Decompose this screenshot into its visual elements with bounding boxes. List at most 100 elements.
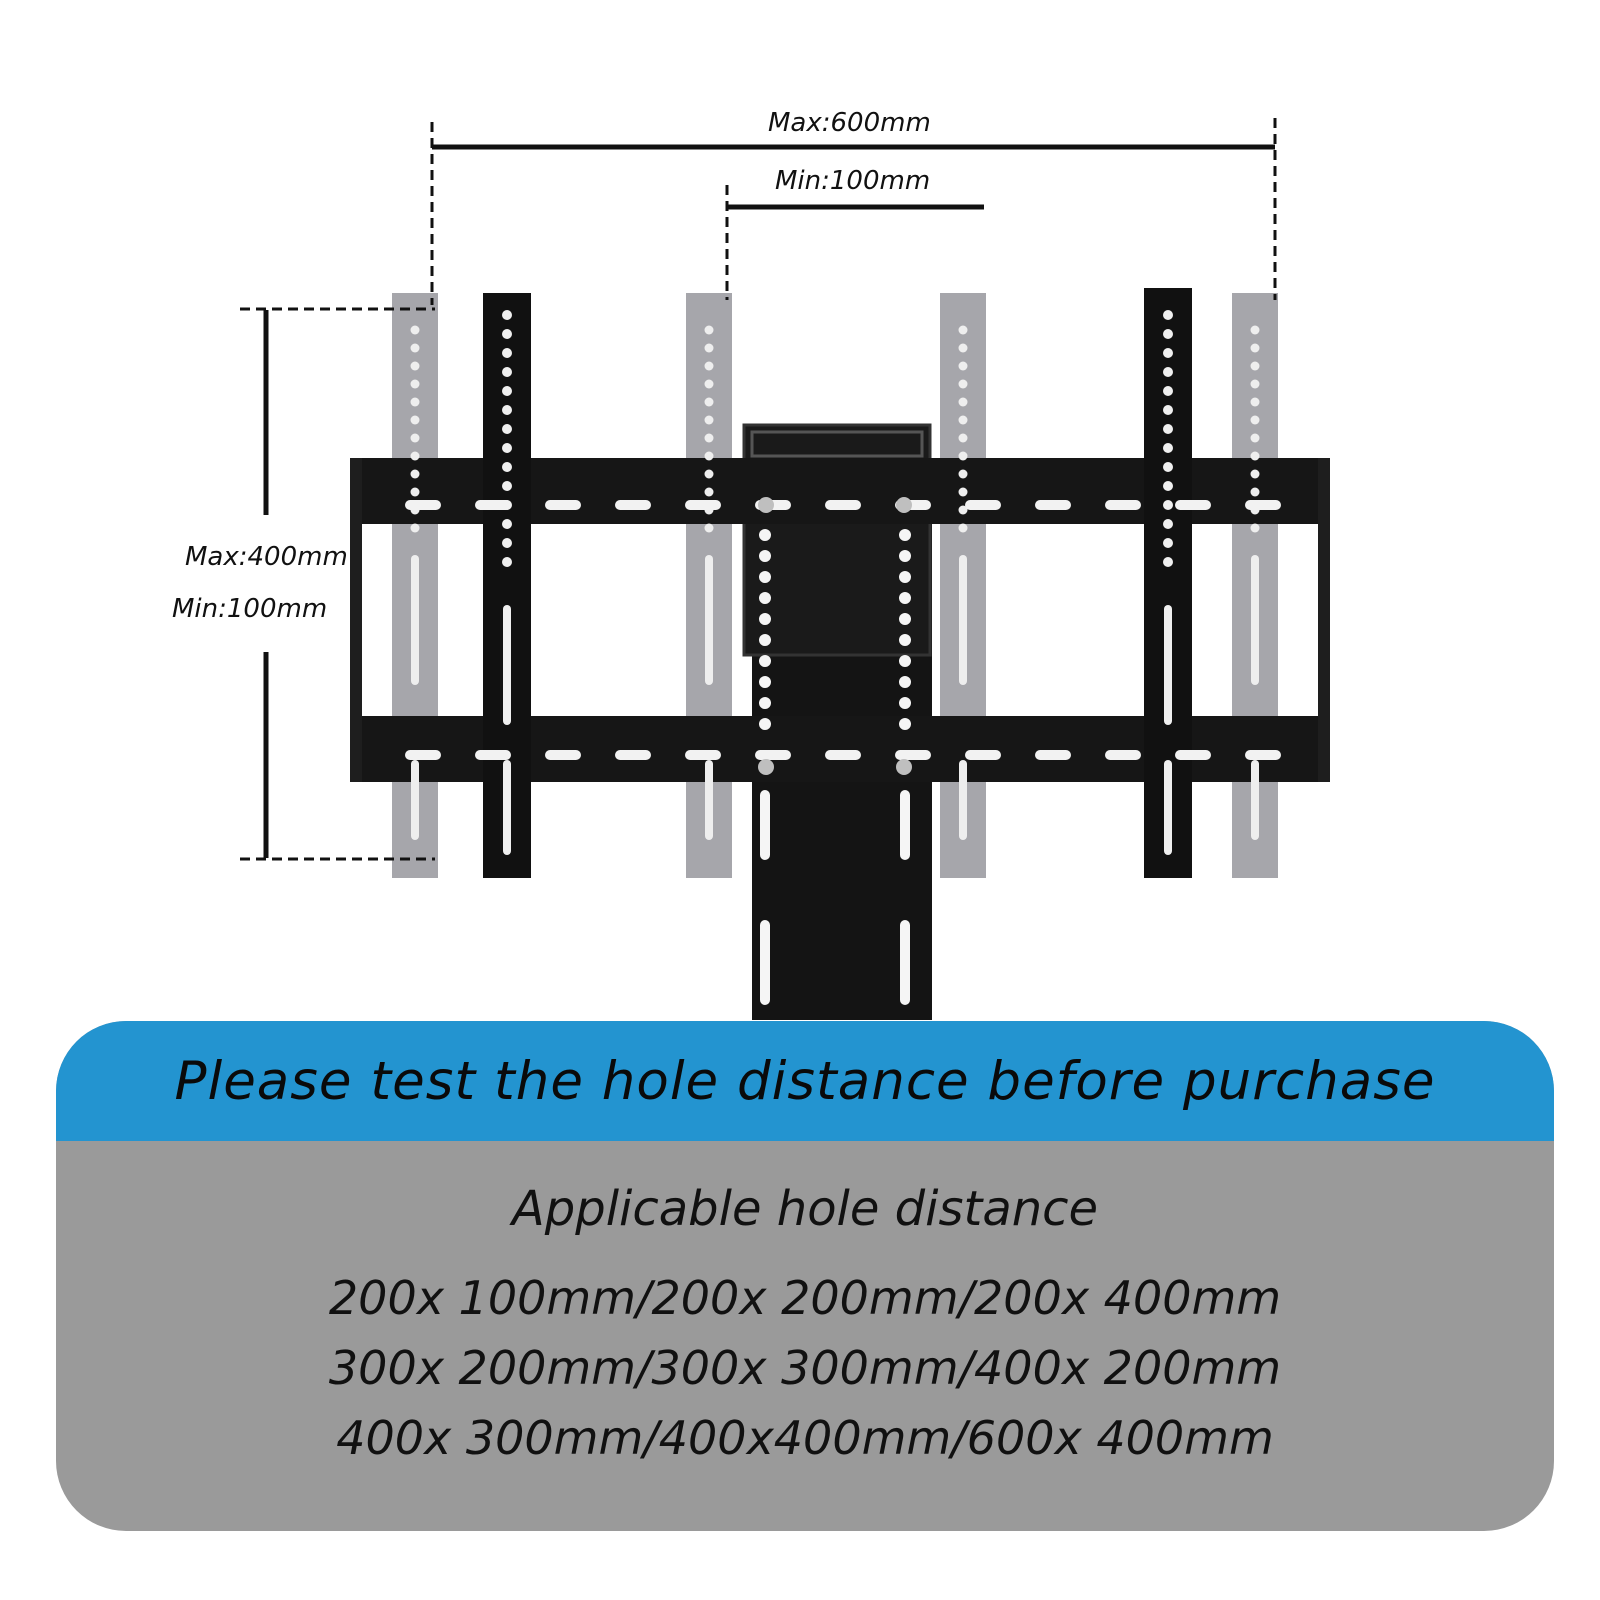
dimension-lines xyxy=(240,118,1277,861)
slot xyxy=(705,760,713,840)
hole-distance-panel: Please test the hole distance before pur… xyxy=(56,1021,1554,1531)
hole xyxy=(1250,523,1260,533)
hole xyxy=(1250,433,1260,443)
hole xyxy=(502,386,512,396)
hole xyxy=(1163,329,1173,339)
hole xyxy=(1163,310,1173,320)
hole xyxy=(410,433,420,443)
hole xyxy=(899,613,911,625)
hole xyxy=(759,697,771,709)
hole xyxy=(502,329,512,339)
slot xyxy=(1035,500,1071,510)
hole xyxy=(896,759,912,775)
hole xyxy=(899,718,911,730)
hole xyxy=(1163,443,1173,453)
slot xyxy=(1245,750,1281,760)
hole xyxy=(899,697,911,709)
hole xyxy=(502,538,512,548)
hole xyxy=(958,469,968,479)
hole xyxy=(958,415,968,425)
hole xyxy=(502,443,512,453)
banner-text: Please test the hole distance before pur… xyxy=(174,1050,1436,1112)
hole xyxy=(899,634,911,646)
hole xyxy=(410,325,420,335)
hole xyxy=(1250,415,1260,425)
hole xyxy=(958,325,968,335)
hole xyxy=(896,497,912,513)
hole xyxy=(958,487,968,497)
slot xyxy=(1164,760,1172,855)
hole xyxy=(410,469,420,479)
mounting-holes xyxy=(405,310,1281,1005)
hole xyxy=(502,481,512,491)
slot xyxy=(615,500,651,510)
hole xyxy=(502,519,512,529)
slot xyxy=(900,790,910,860)
hole xyxy=(704,469,714,479)
hole xyxy=(502,462,512,472)
hole xyxy=(958,451,968,461)
slot xyxy=(1175,750,1211,760)
hole xyxy=(759,676,771,688)
slot xyxy=(475,750,511,760)
slot xyxy=(965,500,1001,510)
hole xyxy=(1163,519,1173,529)
hole xyxy=(1250,451,1260,461)
slot xyxy=(965,750,1001,760)
hole xyxy=(704,451,714,461)
hole xyxy=(759,529,771,541)
slot xyxy=(755,750,791,760)
slot xyxy=(1251,555,1259,685)
slot xyxy=(405,500,441,510)
hole xyxy=(1250,379,1260,389)
slot xyxy=(685,750,721,760)
hole xyxy=(704,415,714,425)
slot xyxy=(615,750,651,760)
hole xyxy=(502,405,512,415)
size-list: 200x 100mm/200x 200mm/200x 400mm 300x 20… xyxy=(329,1263,1281,1473)
hole xyxy=(759,550,771,562)
size-line: 300x 200mm/300x 300mm/400x 200mm xyxy=(328,1341,1282,1395)
horizontal-max-label: Max:600mm xyxy=(768,108,931,138)
slot xyxy=(503,605,511,725)
slot xyxy=(405,750,441,760)
hole xyxy=(758,497,774,513)
hole xyxy=(1163,462,1173,472)
hole xyxy=(1163,538,1173,548)
size-line: 400x 300mm/400x400mm/600x 400mm xyxy=(336,1411,1274,1465)
slot xyxy=(760,790,770,860)
warning-banner: Please test the hole distance before pur… xyxy=(56,1021,1554,1141)
hole xyxy=(502,348,512,358)
hole xyxy=(958,433,968,443)
hole xyxy=(1163,348,1173,358)
slot xyxy=(545,750,581,760)
hole xyxy=(410,397,420,407)
slot xyxy=(503,760,511,855)
slot xyxy=(545,500,581,510)
hole xyxy=(704,379,714,389)
hole xyxy=(899,529,911,541)
panel-body: Applicable hole distance 200x 100mm/200x… xyxy=(56,1141,1554,1531)
horizontal-min-label: Min:100mm xyxy=(775,166,931,196)
hole xyxy=(1163,557,1173,567)
hole xyxy=(704,523,714,533)
hole xyxy=(759,634,771,646)
hole xyxy=(410,343,420,353)
hole xyxy=(1250,325,1260,335)
hole xyxy=(1163,500,1173,510)
hole xyxy=(759,655,771,667)
vertical-min-label: Min:100mm xyxy=(172,594,328,624)
slot xyxy=(900,920,910,1005)
slot xyxy=(1175,500,1211,510)
slot xyxy=(1251,760,1259,840)
hole xyxy=(958,523,968,533)
hole xyxy=(410,451,420,461)
hole xyxy=(899,655,911,667)
vertical-max-label: Max:400mm xyxy=(185,542,348,572)
hole xyxy=(704,343,714,353)
hole xyxy=(958,343,968,353)
hole xyxy=(1250,397,1260,407)
slot xyxy=(1105,500,1141,510)
hole xyxy=(704,433,714,443)
hole xyxy=(410,523,420,533)
